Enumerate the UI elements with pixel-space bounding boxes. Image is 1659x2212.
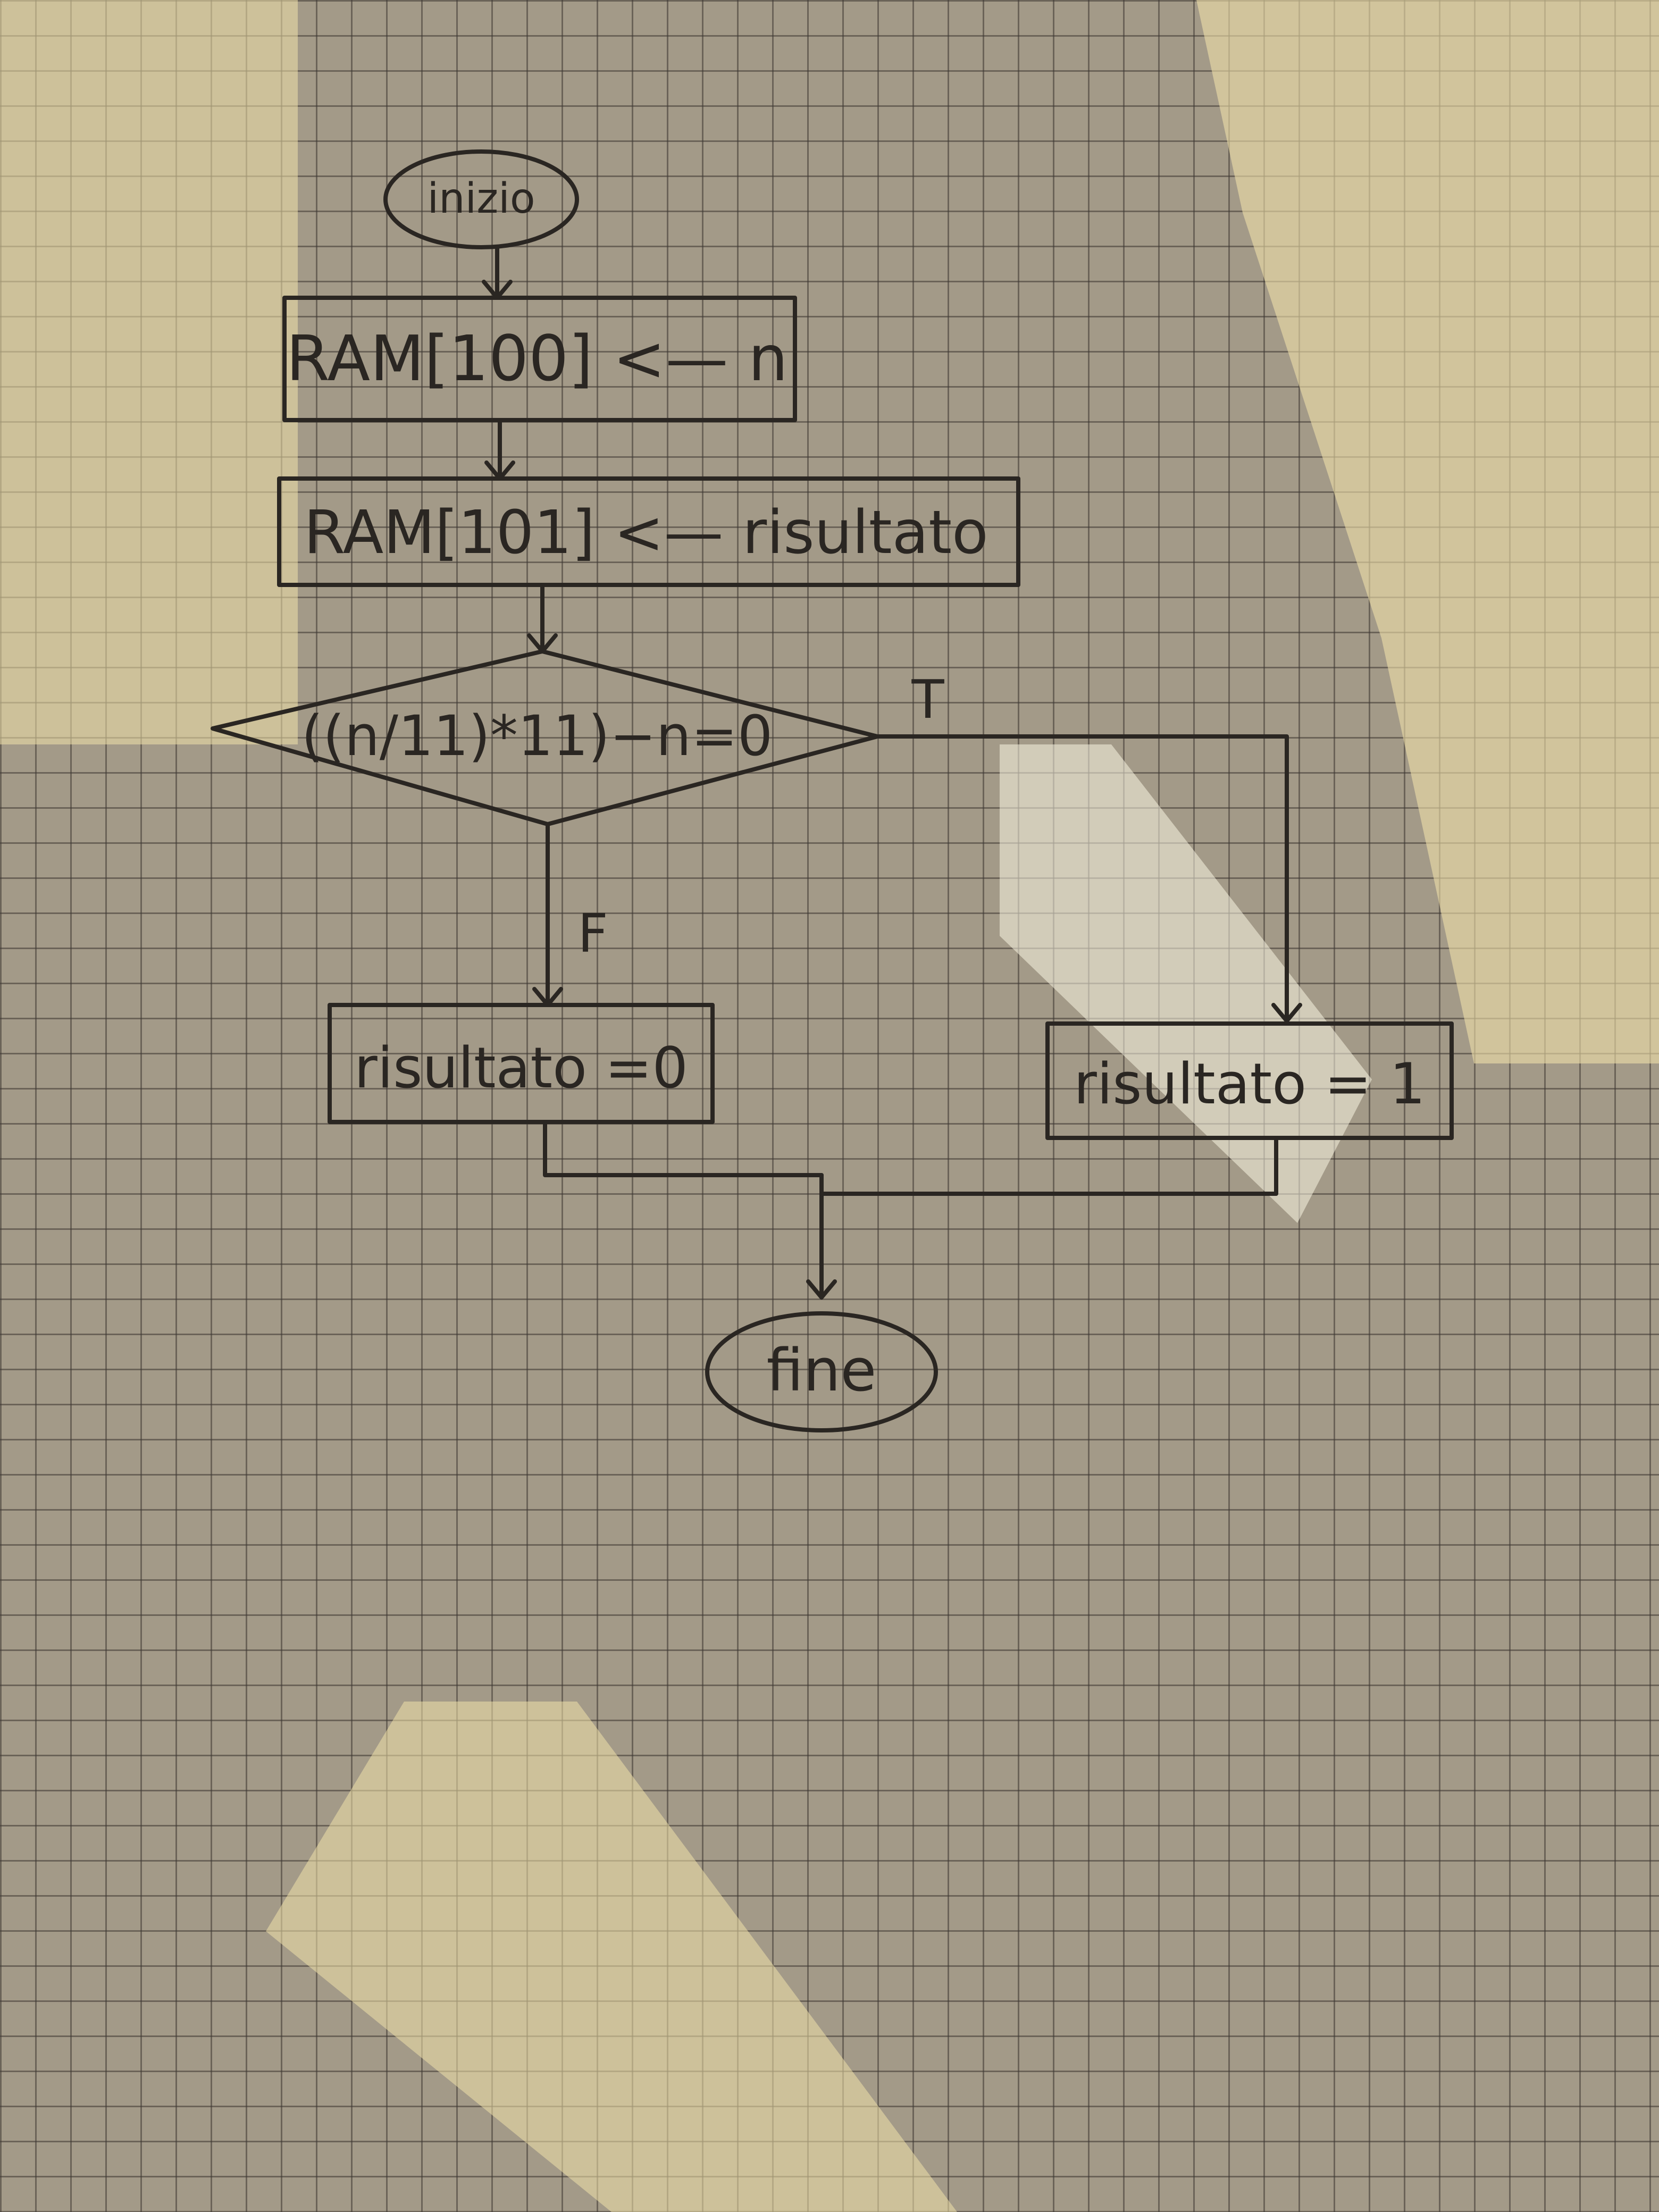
process-box-risultato-1: [1045, 1021, 1454, 1140]
step1-label: RAM[100] <— n: [286, 322, 788, 395]
connector-true-branch: [875, 734, 1289, 1023]
true-branch-label: T: [911, 668, 944, 731]
arrow-head-end: [806, 1279, 837, 1300]
false-action-label: risultato =0: [354, 1035, 688, 1101]
process-box-ram100: [282, 296, 797, 422]
decision-label: ((n/11)*11)−n=0: [301, 703, 773, 768]
true-action-label: risultato = 1: [1074, 1051, 1425, 1117]
end-label: fine: [767, 1336, 877, 1404]
start-terminator: [383, 149, 579, 249]
connector-merge-left: [543, 1120, 824, 1177]
arrow-head-true: [1271, 1003, 1302, 1023]
step2-label: RAM[101] <— risultato: [304, 498, 988, 567]
connector-merge-right: [819, 1136, 1278, 1196]
process-box-ram101: [277, 476, 1020, 587]
false-branch-label: F: [577, 902, 608, 965]
end-terminator: [705, 1311, 938, 1432]
start-label: inizio: [427, 175, 535, 223]
process-box-risultato-0: [328, 1003, 715, 1124]
